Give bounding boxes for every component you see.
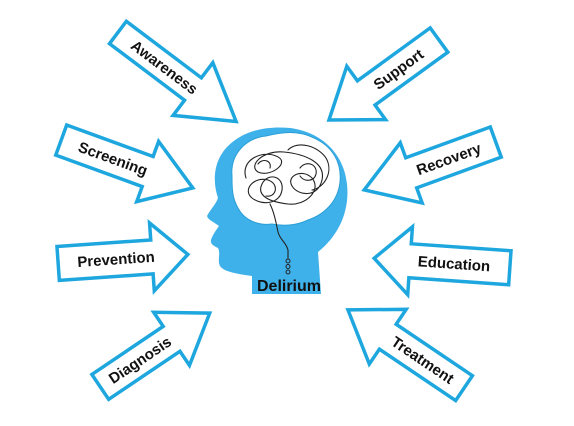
tangled-brain-icon bbox=[231, 132, 341, 275]
arrow-prevention: Prevention bbox=[55, 219, 191, 295]
center-label: Delirium bbox=[257, 278, 321, 295]
arrow-screening: Screening bbox=[53, 122, 196, 205]
arrow-diagnosis: Diagnosis bbox=[89, 310, 213, 402]
arrow-label-education: Education bbox=[417, 253, 491, 275]
arrow-treatment: Treatment bbox=[345, 307, 475, 404]
arrow-awareness: Awareness bbox=[107, 18, 239, 124]
arrow-education: Education bbox=[371, 222, 513, 299]
arrow-label-prevention: Prevention bbox=[77, 249, 156, 271]
arrow-support: Support bbox=[326, 25, 451, 122]
arrow-recovery: Recovery bbox=[361, 124, 504, 206]
